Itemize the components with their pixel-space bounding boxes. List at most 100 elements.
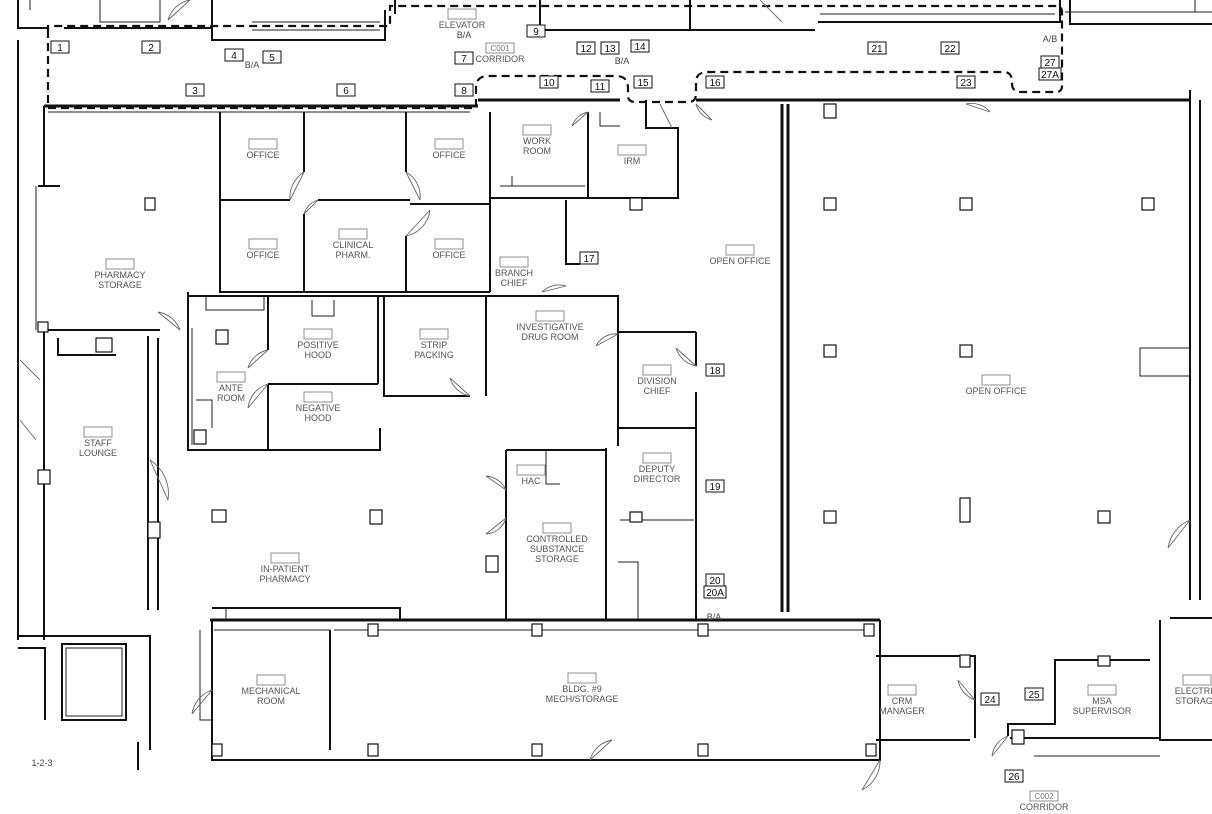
room-name-line: PHARM. [335, 250, 370, 260]
room-name-line: CHIEF [644, 386, 672, 396]
room-name-line: HOOD [305, 350, 333, 360]
tag-12: 12 [576, 41, 596, 55]
label-ab: A/B [1043, 34, 1058, 44]
room-number-box [447, 8, 477, 20]
room-number-box [248, 138, 278, 150]
tag-23: 23 [956, 75, 976, 89]
tag-15: 15 [633, 75, 653, 89]
room-name-line: IN-PATIENT [261, 564, 310, 574]
room-number: C001 [485, 42, 515, 54]
room-elev: ELEVATOR [439, 8, 486, 30]
tag-4: 4 [224, 48, 244, 62]
room-number [434, 238, 464, 250]
room-name-line: PHARMACY [259, 574, 310, 584]
room-number-box [338, 228, 368, 240]
room-name-line: OFFICE [433, 150, 466, 160]
room-name-line: DIRECTOR [634, 474, 681, 484]
tag-text: 25 [1028, 690, 1040, 701]
tag-text: 26 [1008, 772, 1020, 783]
room-number [617, 144, 647, 156]
tag-box [262, 50, 282, 64]
tag-6: 6 [336, 83, 356, 97]
room-number-box [434, 138, 464, 150]
room-number [499, 256, 529, 268]
tag-26: 26 [1004, 769, 1024, 783]
room-number [522, 124, 552, 136]
room-name-line: MECH/STORAGE [546, 694, 619, 704]
room-number [642, 364, 672, 376]
room-name-line: BLDG. #9 [562, 684, 602, 694]
room-number [1087, 684, 1117, 696]
room-name-line: CLINICAL [333, 240, 374, 250]
tag-27: 27 [1040, 55, 1060, 69]
room-name-line: ROOM [257, 696, 285, 706]
room-number-box [270, 552, 300, 564]
tag-2: 2 [141, 40, 161, 54]
room-number-box [1087, 684, 1117, 696]
tag-19: 19 [705, 479, 725, 493]
room-number-text: C001 [490, 44, 510, 53]
room-name-line: STRIP [421, 340, 448, 350]
tag-box [980, 692, 1000, 706]
room-name-line: ELEVATOR [439, 20, 486, 30]
room-number-box [642, 452, 672, 464]
room-name-line: STAFF [84, 438, 112, 448]
room-name-line: OPEN OFFICE [709, 256, 770, 266]
room-name-line: OPEN OFFICE [965, 386, 1026, 396]
tag-text: 18 [709, 366, 721, 377]
tag-box [454, 51, 474, 65]
room-number [303, 391, 333, 403]
room-name-line: ANTE [219, 383, 243, 393]
tag-text: 2 [148, 43, 154, 54]
room-name-line: DIVISION [637, 376, 677, 386]
label-ba-1: B/A [245, 60, 260, 70]
room-number [447, 8, 477, 20]
tag-box [50, 40, 70, 54]
tag-text: 6 [343, 86, 349, 97]
tag-text: 15 [637, 78, 649, 89]
tag-17: 17 [579, 251, 599, 265]
room-number [1182, 674, 1212, 686]
tag-text: 23 [960, 78, 972, 89]
tag-13: 13 [600, 41, 620, 55]
room-name-line: CRM [892, 696, 913, 706]
room-name-line: ELECTRIC [1175, 686, 1212, 696]
room-number-box [485, 42, 515, 54]
tag-text: 3 [192, 86, 198, 97]
room-number-text: C002 [1034, 792, 1054, 801]
tag-box [705, 75, 725, 89]
room-name-line: BRANCH [495, 268, 533, 278]
room-off1: OFFICE [247, 138, 280, 160]
room-number [642, 452, 672, 464]
tag-27a: 27A [1038, 67, 1062, 81]
room-name-line: HAC [521, 476, 541, 486]
room-number-box [887, 684, 917, 696]
room-number [270, 552, 300, 564]
tag-8: 8 [454, 83, 474, 97]
tag-box [633, 75, 653, 89]
room-name-line: CONTROLLED [526, 534, 588, 544]
room-number-box [1182, 674, 1212, 686]
room-number-box [419, 328, 449, 340]
room-number [434, 138, 464, 150]
room-number-box [248, 238, 278, 250]
misc-labels: B/A B/A B/A B/A A/B 1-2-3 [31, 30, 1057, 768]
tag-text: 22 [944, 44, 956, 55]
room-name-line: IRM [624, 156, 641, 166]
label-ba-2: B/A [457, 30, 472, 40]
room-openoff1: OPEN OFFICE [709, 244, 771, 266]
tag-box [630, 39, 650, 53]
north-wall-strip [17, 0, 1212, 41]
